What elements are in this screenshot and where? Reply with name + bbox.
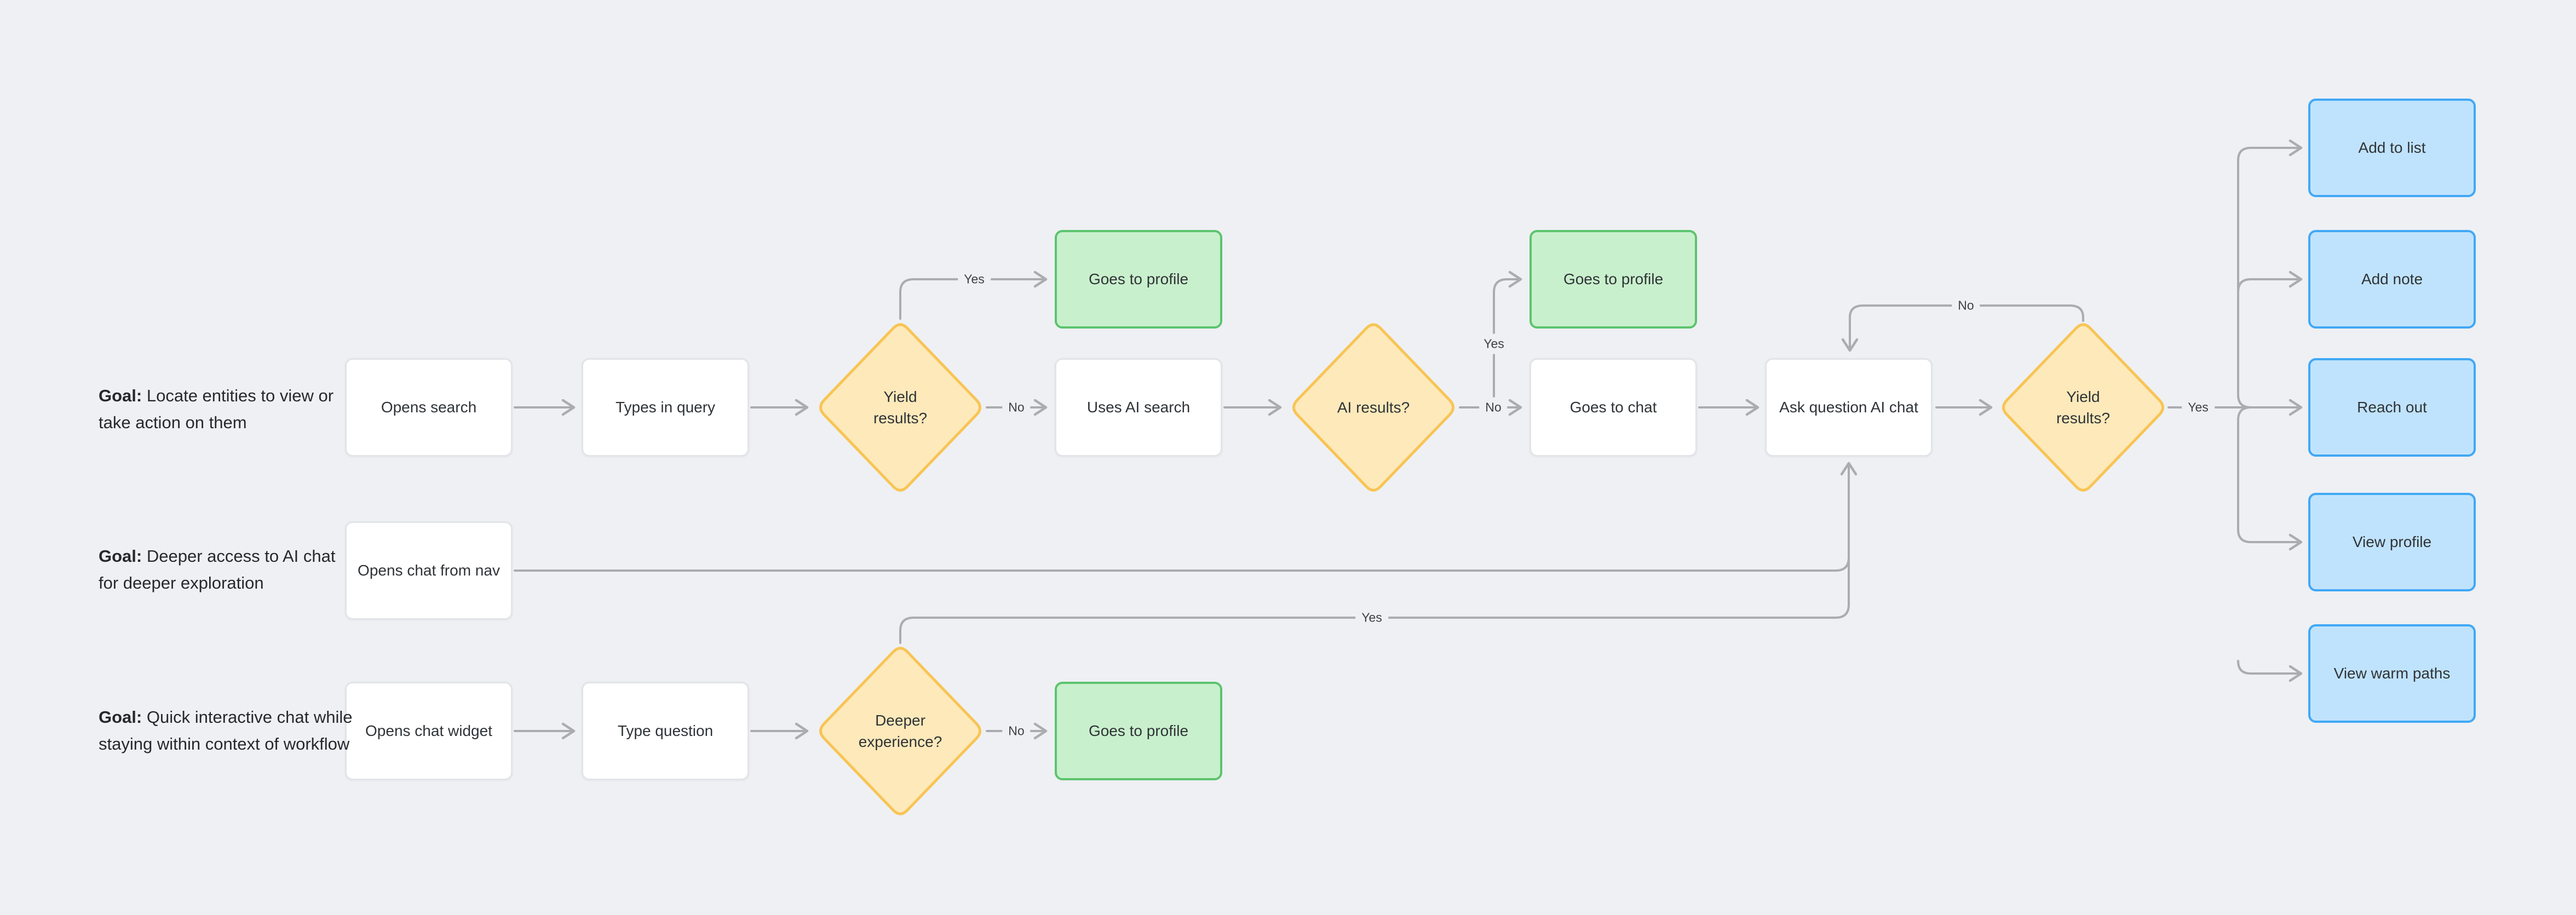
edge-label-no-3: No	[1479, 397, 1508, 418]
node-uses-ai-search[interactable]: Uses AI search	[1055, 358, 1222, 457]
node-label: Ask question AI chat	[1779, 398, 1918, 416]
node-deeper-experience[interactable]	[819, 647, 982, 815]
node-label: Uses AI search	[1086, 398, 1191, 416]
goal-annotation-2: Goal: Deeper access to AI chat for deepe…	[99, 543, 356, 597]
node-ai-results[interactable]	[1292, 323, 1455, 492]
node-add-to-list[interactable]: Add to list	[2308, 99, 2476, 197]
edge-actions-branch-add-note	[2237, 271, 2303, 293]
node-opens-search[interactable]: Opens search	[345, 358, 513, 457]
node-type-question[interactable]: Type question	[582, 682, 749, 780]
edge-opens-chat-nav-to-ask-question	[514, 556, 1850, 572]
node-view-profile[interactable]: View profile	[2308, 493, 2476, 591]
goal-text: Quick interactive chat while staying wit…	[99, 707, 353, 753]
goal-annotation-3: Goal: Quick interactive chat while stayi…	[99, 704, 356, 758]
edge-label-yes-0: Yes	[958, 269, 991, 290]
edge-label-yes-5: Yes	[2182, 397, 2215, 418]
node-label: Goes to profile	[1563, 270, 1664, 287]
node-view-warm-paths[interactable]: View warm paths	[2308, 624, 2476, 723]
node-label: Reach out	[2357, 398, 2427, 416]
node-label: Add to list	[2358, 139, 2426, 156]
goal-text: Locate entities to view or take action o…	[99, 386, 334, 432]
node-ask-question-ai-chat[interactable]: Ask question AI chat	[1765, 358, 1933, 457]
node-yield-results-2[interactable]	[2002, 323, 2165, 492]
edge-actions-branch-add-to-list	[2237, 139, 2303, 408]
edge-label-no-7: No	[1002, 721, 1031, 741]
node-label: Goes to profile	[1088, 722, 1189, 739]
edge-label-no-1: No	[1002, 397, 1031, 418]
node-label: Goes to chat	[1569, 398, 1657, 416]
edge-yield-results-yes-to-profile	[899, 271, 1048, 320]
node-label: Opens search	[381, 398, 477, 416]
goal-prefix: Goal:	[99, 546, 142, 566]
node-goes-to-chat[interactable]: Goes to chat	[1530, 358, 1697, 457]
node-add-note[interactable]: Add note	[2308, 230, 2476, 329]
node-types-in-query[interactable]: Types in query	[582, 358, 749, 457]
edge-actions-branch-view-profile	[2237, 406, 2303, 551]
edge-label-yes-6: Yes	[1355, 607, 1388, 628]
goal-text: Deeper access to AI chat for deeper expl…	[99, 546, 336, 592]
node-label-ai-results: AI results?	[1337, 399, 1410, 416]
edge-label-yes-2: Yes	[1477, 333, 1510, 354]
node-label: View warm paths	[2333, 664, 2451, 682]
goal-prefix: Goal:	[99, 386, 142, 406]
node-label: Type question	[617, 722, 714, 739]
node-goes-to-profile-2[interactable]: Goes to profile	[1530, 230, 1697, 329]
node-label: Opens chat widget	[365, 722, 492, 739]
edge-label-no-4: No	[1952, 295, 1980, 316]
node-label: Opens chat from nav	[358, 561, 500, 579]
node-yield-results-1[interactable]	[819, 323, 982, 492]
node-label: View profile	[2352, 533, 2432, 550]
node-label: Goes to profile	[1088, 270, 1189, 287]
node-goes-to-profile-1[interactable]: Goes to profile	[1055, 230, 1222, 329]
node-opens-chat-from-nav[interactable]: Opens chat from nav	[345, 521, 513, 620]
edge-actions-branch-view-warm-paths	[2237, 660, 2303, 682]
node-label: Add note	[2361, 270, 2423, 287]
node-label: Types in query	[615, 398, 716, 416]
node-goes-to-profile-3[interactable]: Goes to profile	[1055, 682, 1222, 780]
edge-ai-results-yes-to-profile	[1493, 271, 1522, 408]
node-opens-chat-widget[interactable]: Opens chat widget	[345, 682, 513, 780]
node-reach-out[interactable]: Reach out	[2308, 358, 2476, 457]
goal-annotation-1: Goal: Locate entities to view or take ac…	[99, 383, 356, 436]
goal-prefix: Goal:	[99, 707, 142, 727]
